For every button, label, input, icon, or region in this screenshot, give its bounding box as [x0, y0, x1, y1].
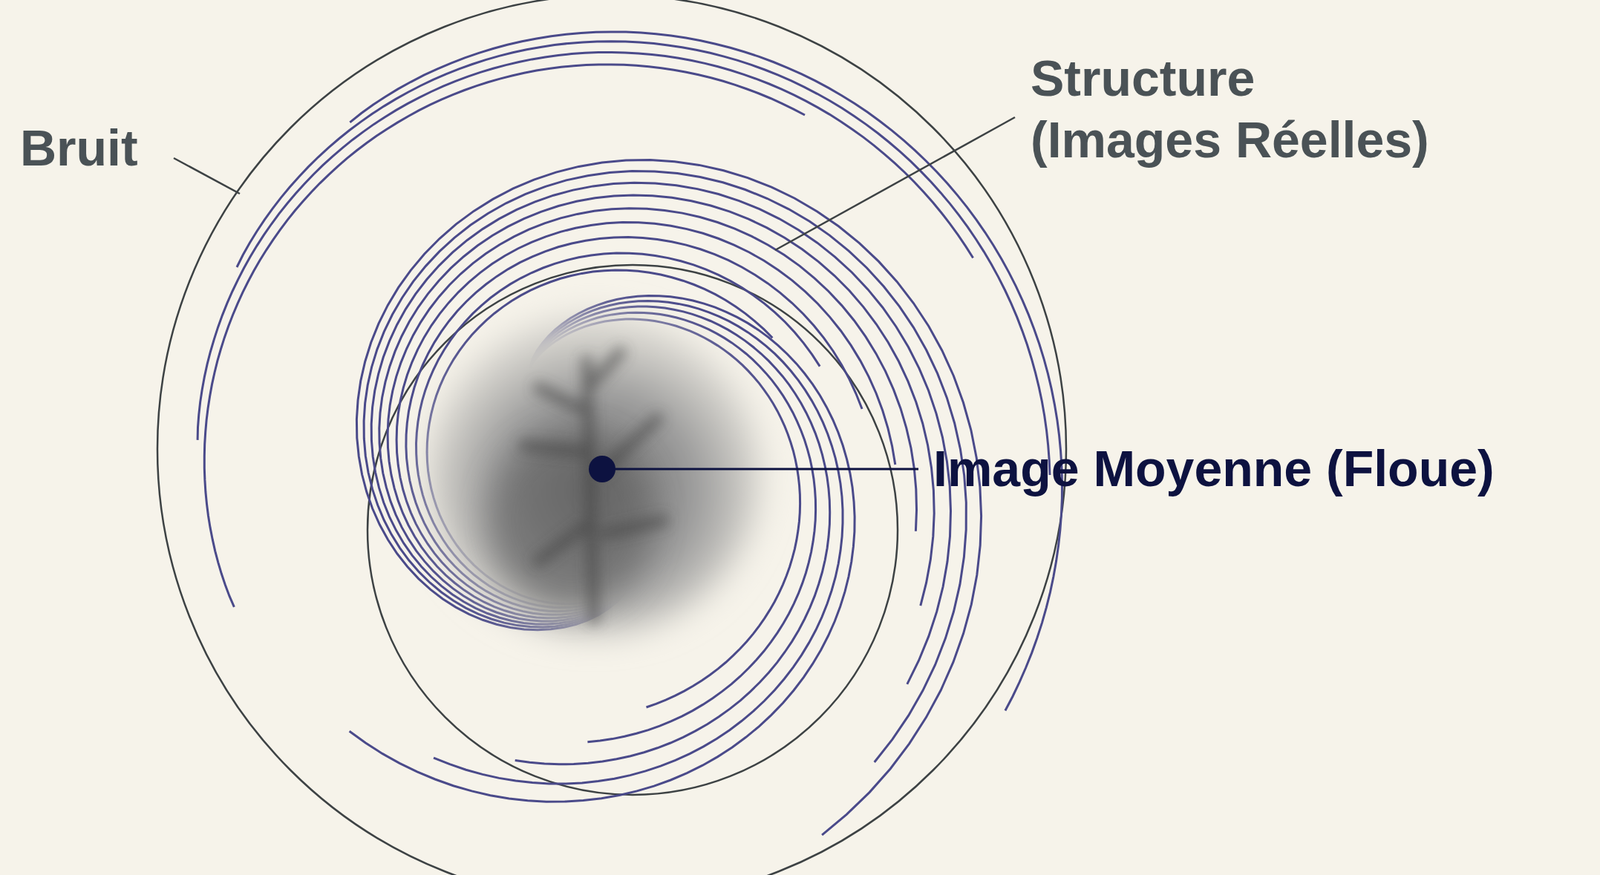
noise-label: Bruit	[20, 117, 139, 179]
leader-line	[173, 158, 240, 194]
spiral-curve	[349, 31, 1062, 712]
spiral-curves	[197, 31, 1062, 836]
spiral-curve	[349, 296, 856, 803]
leader-line	[775, 117, 1015, 251]
spiral-curve	[356, 160, 981, 837]
leader-line	[602, 468, 919, 471]
structure-label: Structure (Images Réelles)	[1030, 47, 1433, 171]
noise-circle	[157, 0, 1067, 875]
mean-dot	[588, 455, 616, 483]
mean-image-label: Image Moyenne (Floue)	[933, 438, 1495, 500]
blurry-mean-image	[426, 315, 762, 635]
